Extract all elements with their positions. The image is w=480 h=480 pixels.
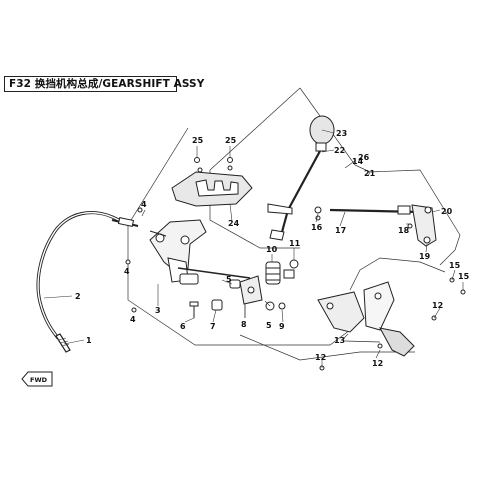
callout-18: 18 <box>398 226 410 235</box>
callout-17: 17 <box>335 226 346 235</box>
fasteners <box>125 157 466 371</box>
outline-14 <box>349 257 446 291</box>
callout-6: 6 <box>180 322 186 331</box>
diagram-title: F32 换挡机构总成/GEARSHIFT ASSY <box>9 78 205 90</box>
callout-23: 23 <box>336 129 347 138</box>
callout-24: 24 <box>228 219 240 228</box>
callout-19: 19 <box>419 252 431 261</box>
cable-outer <box>36 211 123 339</box>
callout-20: 20 <box>441 207 453 216</box>
callout-8: 8 <box>241 320 247 329</box>
callout-16: 16 <box>311 223 323 232</box>
callout-13: 13 <box>334 336 345 345</box>
callout-25: 25 <box>192 136 204 145</box>
callout-21: 21 <box>364 169 376 178</box>
callout-25: 25 <box>225 136 237 145</box>
fwd-label: FWD <box>30 376 48 384</box>
callout-15: 15 <box>458 272 470 281</box>
callout-4: 4 <box>124 267 130 276</box>
callout-9: 9 <box>279 322 285 331</box>
outline-26 <box>209 87 301 249</box>
callout-12: 12 <box>372 359 383 368</box>
callout-5: 5 <box>266 321 272 330</box>
gate-plate <box>171 165 253 207</box>
mounting-bracket <box>317 281 415 357</box>
outline-26b <box>299 87 371 173</box>
callout-7: 7 <box>210 322 216 331</box>
callout-4: 4 <box>130 315 136 324</box>
callout-14: 14 <box>352 157 364 166</box>
outline-bottom <box>239 334 415 361</box>
shift-knob-and-rod <box>267 115 335 241</box>
callout-5: 5 <box>226 275 232 284</box>
callout-22: 22 <box>334 146 345 155</box>
callout-12: 12 <box>432 301 443 310</box>
callout-1: 1 <box>86 336 92 345</box>
callout-26: 26 <box>358 153 370 162</box>
callout-3: 3 <box>155 306 161 315</box>
fwd-arrow: FWD <box>21 371 53 387</box>
leader-13 <box>344 340 381 343</box>
callout-12: 12 <box>315 353 326 362</box>
shift-cable <box>36 211 139 353</box>
lever-bracket <box>149 219 251 283</box>
callout-15: 15 <box>449 261 461 270</box>
callout-10: 10 <box>266 245 278 254</box>
pivot-assembly <box>239 259 299 305</box>
callout-11: 11 <box>289 239 301 248</box>
rod-end-1 <box>55 333 71 353</box>
cable-end-sleeve <box>117 217 135 227</box>
cable-inner <box>37 211 123 339</box>
callout-labels: 1 2 3 4 4 4 5 5 6 7 8 9 10 11 12 12 12 1… <box>75 129 470 368</box>
title-box: F32 换挡机构总成/GEARSHIFT ASSY <box>4 76 204 92</box>
outline-21 <box>369 169 461 266</box>
callout-2: 2 <box>75 292 81 301</box>
push-rod-assembly <box>314 204 437 247</box>
callout-leaders <box>43 129 464 368</box>
callout-4: 4 <box>141 200 147 209</box>
